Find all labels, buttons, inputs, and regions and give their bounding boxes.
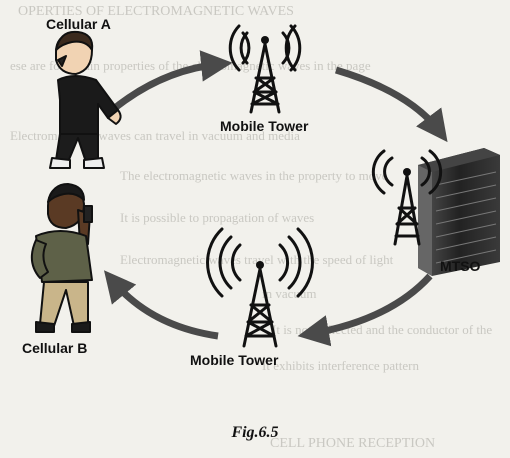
tower-bottom-icon (206, 227, 314, 348)
person-a-icon (49, 30, 122, 169)
tower-top-label: Mobile Tower (220, 118, 309, 134)
cellular-a-label: Cellular A (46, 16, 111, 32)
background-text: The electromagnetic waves in the propert… (120, 168, 388, 183)
mtso-label: MTSO (440, 258, 481, 274)
arrow-mtso-to-tower (297, 273, 433, 347)
arrow-a-to-tower (107, 50, 233, 115)
background-text: Electromagnetic waves travel with the sp… (120, 252, 394, 267)
arrow-tower-to-mtso (335, 66, 448, 143)
arrow-tower-to-b (103, 270, 219, 340)
figure-caption: Fig.6.5 (231, 424, 279, 441)
person-b-icon (30, 183, 93, 333)
cellular-b-label: Cellular B (22, 340, 88, 356)
mtso-tower-icon (371, 149, 443, 246)
background-text: ese are four main properties of the elec… (10, 58, 371, 73)
background-text: It is possible to propagation of waves (120, 210, 315, 225)
background-text: It exhibits interference pattern (262, 358, 420, 373)
background-text: CELL PHONE RECEPTION (270, 436, 436, 451)
tower-bottom-label: Mobile Tower (190, 352, 279, 368)
tower-top-icon (228, 24, 302, 114)
background-text: OPERTIES OF ELECTROMAGNETIC WAVES (18, 4, 294, 19)
